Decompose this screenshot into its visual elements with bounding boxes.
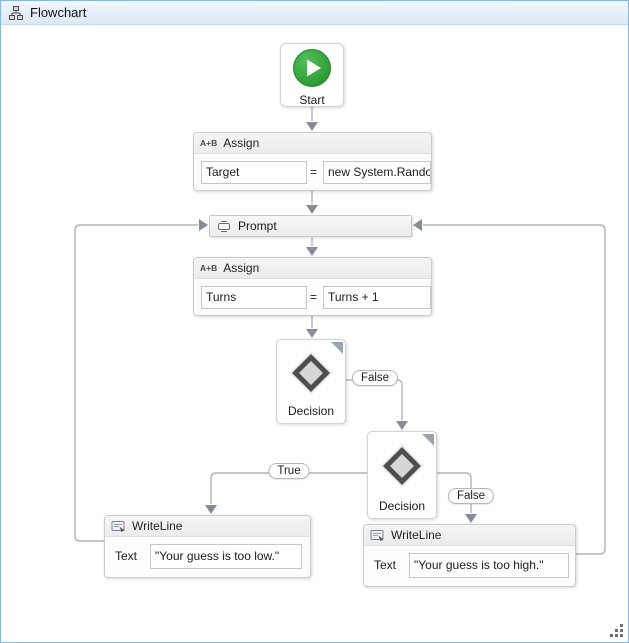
assign-icon: A+B — [200, 263, 218, 273]
arrowhead-down — [205, 505, 217, 514]
assign2-equals: = — [309, 290, 317, 304]
assign2-title: Assign — [223, 261, 260, 275]
decision1-false-pill[interactable]: False — [351, 370, 399, 386]
connector-writeline1-prompt — [74, 224, 198, 542]
page-title: Flowchart — [30, 5, 87, 20]
start-label: Start — [299, 93, 325, 107]
assign1-equals: = — [309, 165, 317, 179]
flowchart-titlebar: Flowchart — [1, 1, 628, 25]
assign2-value-field[interactable]: Turns + 1 — [323, 286, 431, 309]
decision1-label: Decision — [287, 404, 335, 418]
arrowhead-left — [413, 219, 422, 231]
decision-diamond-icon — [287, 349, 335, 402]
arrowhead-down — [306, 247, 318, 256]
assign1-activity[interactable]: A+B Assign Target = new System.Random — [193, 132, 432, 191]
writeline2-header[interactable]: WriteLine — [364, 525, 575, 546]
decision2-false-pill[interactable]: False — [447, 488, 495, 504]
connector-writeline2-prompt — [423, 224, 606, 555]
arrowhead-down — [306, 329, 318, 338]
writeline2-text-label: Text — [374, 558, 397, 572]
assign-icon: A+B — [200, 138, 218, 148]
connector-decision1-false — [346, 379, 403, 420]
writeline2-activity[interactable]: WriteLine Text "Your guess is too high." — [363, 524, 576, 587]
prompt-activity[interactable]: Prompt — [209, 215, 412, 237]
assign2-to-field[interactable]: Turns — [201, 286, 307, 309]
writeline1-text-field[interactable]: "Your guess is too low." — [150, 544, 302, 569]
flowchart-icon — [9, 5, 23, 20]
writeline2-text-field[interactable]: "Your guess is too high." — [409, 553, 569, 578]
writeline1-text-label: Text — [115, 549, 138, 563]
assign1-value-field[interactable]: new System.Random — [323, 161, 431, 184]
assign2-activity[interactable]: A+B Assign Turns = Turns + 1 — [193, 257, 432, 316]
writeline2-title: WriteLine — [391, 528, 442, 542]
decision1-node[interactable]: Decision — [276, 339, 346, 424]
decision2-node[interactable]: Decision — [367, 431, 437, 519]
assign1-header[interactable]: A+B Assign — [194, 133, 431, 154]
writeline1-title: WriteLine — [132, 519, 183, 533]
writeline1-activity[interactable]: WriteLine Text "Your guess is too low." — [104, 515, 311, 578]
arrowhead-down — [306, 122, 318, 131]
writeline-icon — [111, 520, 126, 533]
assign1-title: Assign — [223, 136, 260, 150]
decision-diamond-icon — [378, 442, 426, 495]
collapse-corner-icon[interactable] — [331, 342, 343, 354]
arrowhead-down — [306, 205, 318, 214]
resize-grip[interactable] — [610, 624, 623, 637]
arrowhead-down — [396, 421, 408, 430]
decision2-label: Decision — [378, 499, 426, 513]
arrowhead-right — [199, 219, 208, 231]
collapse-corner-icon[interactable] — [422, 434, 434, 446]
start-play-icon — [292, 48, 332, 93]
prompt-title: Prompt — [238, 219, 277, 233]
start-node[interactable]: Start — [280, 43, 344, 107]
assign2-header[interactable]: A+B Assign — [194, 258, 431, 279]
writeline-icon — [370, 529, 385, 542]
decision2-true-pill[interactable]: True — [268, 463, 310, 479]
writeline1-header[interactable]: WriteLine — [105, 516, 310, 537]
prompt-icon — [216, 220, 232, 233]
arrowhead-down — [465, 514, 477, 523]
assign1-to-field[interactable]: Target — [201, 161, 307, 184]
